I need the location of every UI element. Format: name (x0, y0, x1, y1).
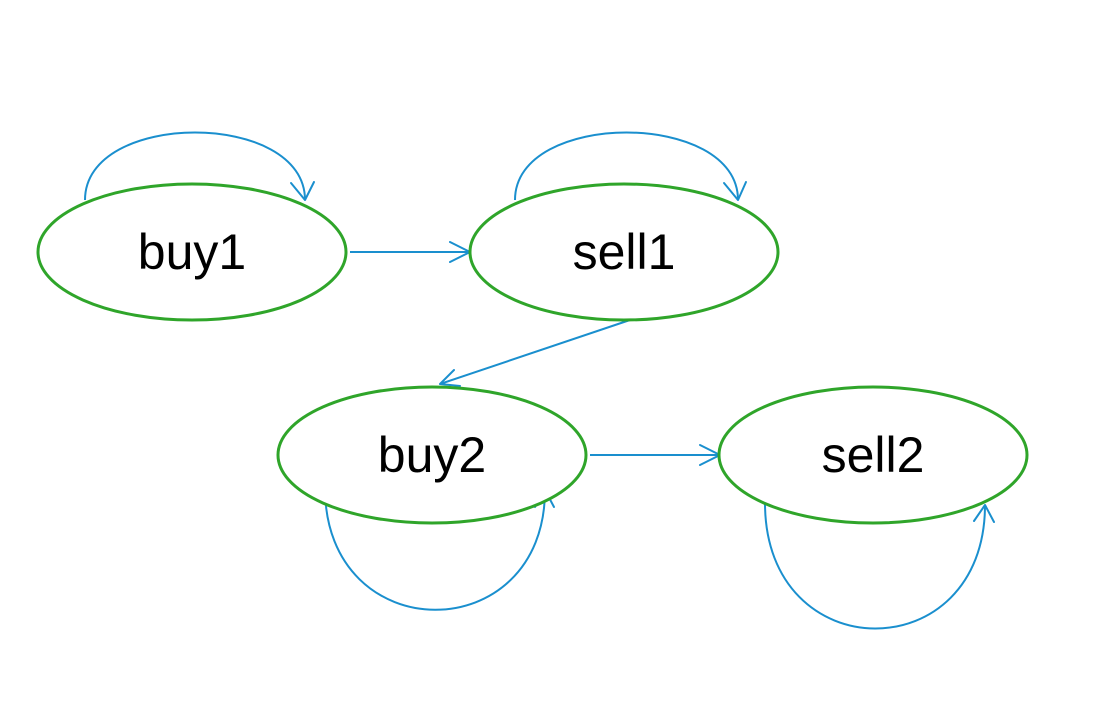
node-buy2-shape (276, 385, 588, 525)
node-sell1: sell1 (468, 182, 780, 322)
node-sell1-label: sell1 (573, 224, 676, 280)
node-sell2-shape (717, 385, 1029, 525)
edge-sell2-self-loop (764, 502, 995, 630)
edge-buy1-self-loop (84, 131, 315, 201)
edge-buy1-to-sell1 (350, 241, 471, 263)
node-buy1-label: buy1 (138, 224, 246, 280)
node-buy1: buy1 (36, 182, 348, 322)
edge-sell1-self-loop (514, 131, 747, 201)
edge-sell1-to-buy2 (439, 319, 631, 387)
node-sell1-shape (468, 182, 780, 322)
node-buy2: buy2 (276, 385, 588, 525)
nodes: buy1 sell1 buy2 sell2 (36, 182, 1029, 525)
edges (84, 131, 995, 630)
node-sell2: sell2 (717, 385, 1029, 525)
edge-buy2-to-sell2 (590, 444, 721, 466)
node-sell2-label: sell2 (822, 427, 925, 483)
node-buy1-shape (36, 182, 348, 322)
node-buy2-label: buy2 (378, 427, 486, 483)
